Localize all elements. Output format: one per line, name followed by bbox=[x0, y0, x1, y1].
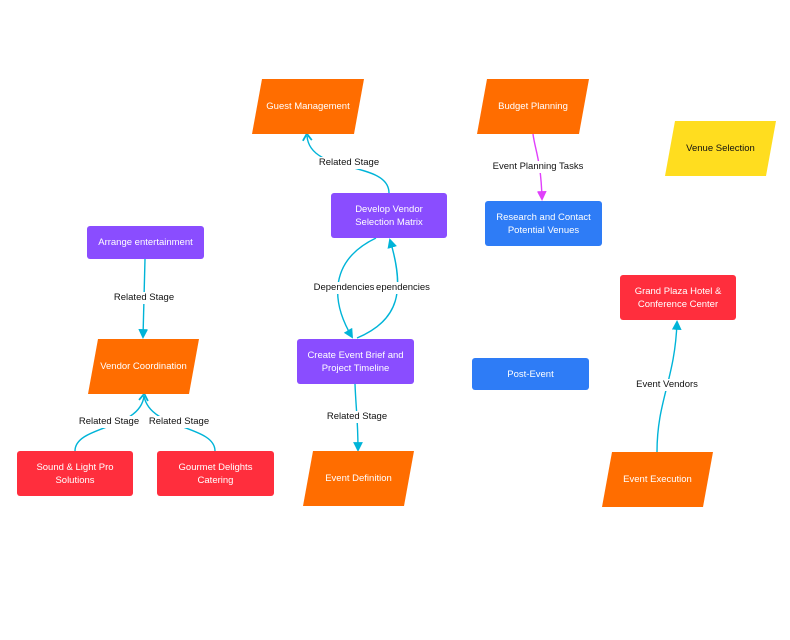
node-event-execution-label: Event Execution bbox=[623, 474, 692, 485]
node-event-definition-label: Event Definition bbox=[325, 473, 392, 484]
node-vendor-coordination[interactable]: Vendor Coordination bbox=[88, 339, 199, 394]
node-event-execution[interactable]: Event Execution bbox=[602, 452, 713, 507]
node-grand-plaza[interactable]: Grand Plaza Hotel & Conference Center bbox=[620, 275, 736, 320]
node-grand-plaza-label: Grand Plaza Hotel & Conference Center bbox=[634, 285, 722, 310]
node-research-venues-label: Research and Contact Potential Venues bbox=[496, 211, 591, 236]
edge-label-sound-to-vendor: Related Stage bbox=[76, 416, 142, 428]
edge-matrix-to-brief bbox=[336, 237, 377, 339]
node-venue-selection[interactable]: Venue Selection bbox=[665, 121, 776, 176]
edge-label-brief-to-matrix: Dependencies bbox=[311, 282, 377, 294]
edge-label-brief-to-definition: Related Stage bbox=[324, 411, 390, 423]
node-guest-management[interactable]: Guest Management bbox=[252, 79, 364, 134]
node-create-event-brief-label: Create Event Brief and Project Timeline bbox=[307, 349, 404, 374]
node-venue-selection-label: Venue Selection bbox=[686, 143, 755, 154]
edge-label-matrix-to-brief: ependencies bbox=[374, 282, 432, 294]
node-gourmet-catering-label: Gourmet Delights Catering bbox=[178, 461, 253, 486]
edge-label-entertainment-to-vendor: Related Stage bbox=[111, 292, 177, 304]
node-develop-vendor-matrix[interactable]: Develop Vendor Selection Matrix bbox=[331, 193, 447, 238]
edge-budget-to-research bbox=[532, 133, 547, 201]
node-budget-planning-label: Budget Planning bbox=[498, 101, 568, 112]
node-gourmet-catering[interactable]: Gourmet Delights Catering bbox=[157, 451, 274, 496]
node-research-venues[interactable]: Research and Contact Potential Venues bbox=[485, 201, 602, 246]
node-sound-light[interactable]: Sound & Light Pro Solutions bbox=[17, 451, 133, 496]
edge-label-catering-to-vendor: Related Stage bbox=[146, 416, 212, 428]
node-sound-light-label: Sound & Light Pro Solutions bbox=[36, 461, 114, 486]
node-arrange-entertainment-label: Arrange entertainment bbox=[98, 237, 193, 248]
node-vendor-coordination-label: Vendor Coordination bbox=[100, 361, 187, 372]
node-develop-vendor-matrix-label: Develop Vendor Selection Matrix bbox=[355, 203, 423, 228]
node-guest-management-label: Guest Management bbox=[266, 101, 350, 112]
node-arrange-entertainment[interactable]: Arrange entertainment bbox=[87, 226, 204, 259]
node-event-definition[interactable]: Event Definition bbox=[303, 451, 414, 506]
node-budget-planning[interactable]: Budget Planning bbox=[477, 79, 589, 134]
edge-label-budget-to-research: Event Planning Tasks bbox=[490, 161, 586, 173]
edge-label-matrix-to-guest: Related Stage bbox=[316, 157, 382, 169]
node-create-event-brief[interactable]: Create Event Brief and Project Timeline bbox=[297, 339, 414, 384]
node-post-event-label: Post-Event bbox=[507, 368, 554, 380]
node-post-event[interactable]: Post-Event bbox=[472, 358, 589, 390]
edge-label-execution-to-plaza: Event Vendors bbox=[634, 379, 700, 391]
edge-brief-to-matrix bbox=[356, 238, 399, 339]
